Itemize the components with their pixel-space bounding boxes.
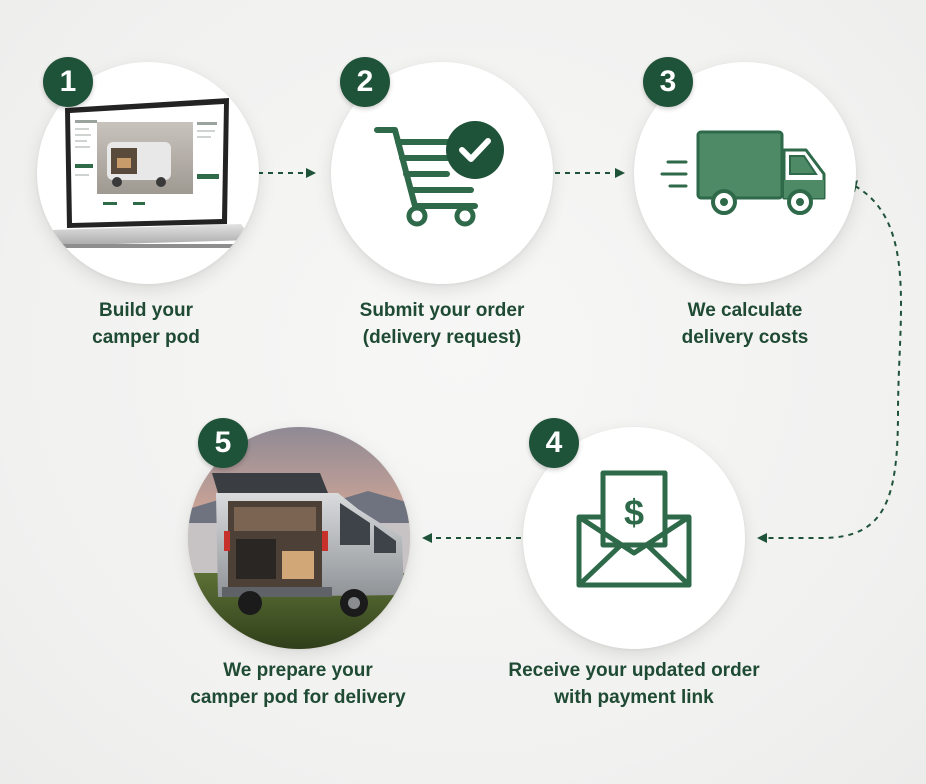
- shopping-cart-check-icon: [374, 121, 504, 227]
- delivery-truck-icon: [660, 130, 826, 215]
- arrow-3-to-4: [757, 185, 902, 543]
- step-1-circle: [37, 62, 259, 284]
- step-5-label-line1: We prepare your: [223, 660, 373, 681]
- step-1-badge: 1: [43, 57, 93, 107]
- step-4-badge: 4: [529, 418, 579, 468]
- step-3-label: We calculate delivery costs: [615, 297, 875, 351]
- step-5-label: We prepare your camper pod for delivery: [168, 657, 428, 711]
- step-3-badge: 3: [643, 57, 693, 107]
- step-2-label-line2: (delivery request): [362, 327, 522, 348]
- step-1-label: Build your camper pod: [16, 297, 276, 351]
- step-2-badge: 2: [340, 57, 390, 107]
- step-1-label-line2: camper pod: [92, 327, 200, 348]
- envelope-dollar-icon: $: [576, 470, 692, 588]
- step-4-label-line2: with payment link: [554, 687, 714, 708]
- step-5-badge: 5: [198, 418, 248, 468]
- step-3-label-line2: delivery costs: [681, 327, 809, 348]
- step-1-label-line1: Build your: [99, 300, 193, 321]
- step-3-label-line1: We calculate: [687, 300, 803, 321]
- step-4-label: Receive your updated order with payment …: [499, 657, 769, 711]
- step-4-label-line1: Receive your updated order: [508, 660, 760, 681]
- step-2-label: Submit your order (delivery request): [312, 297, 572, 351]
- step-2-label-line1: Submit your order: [359, 300, 525, 321]
- dollar-sign: $: [624, 492, 644, 533]
- laptop-configurator-icon: [45, 98, 253, 248]
- step-5-label-line2: camper pod for delivery: [190, 687, 406, 708]
